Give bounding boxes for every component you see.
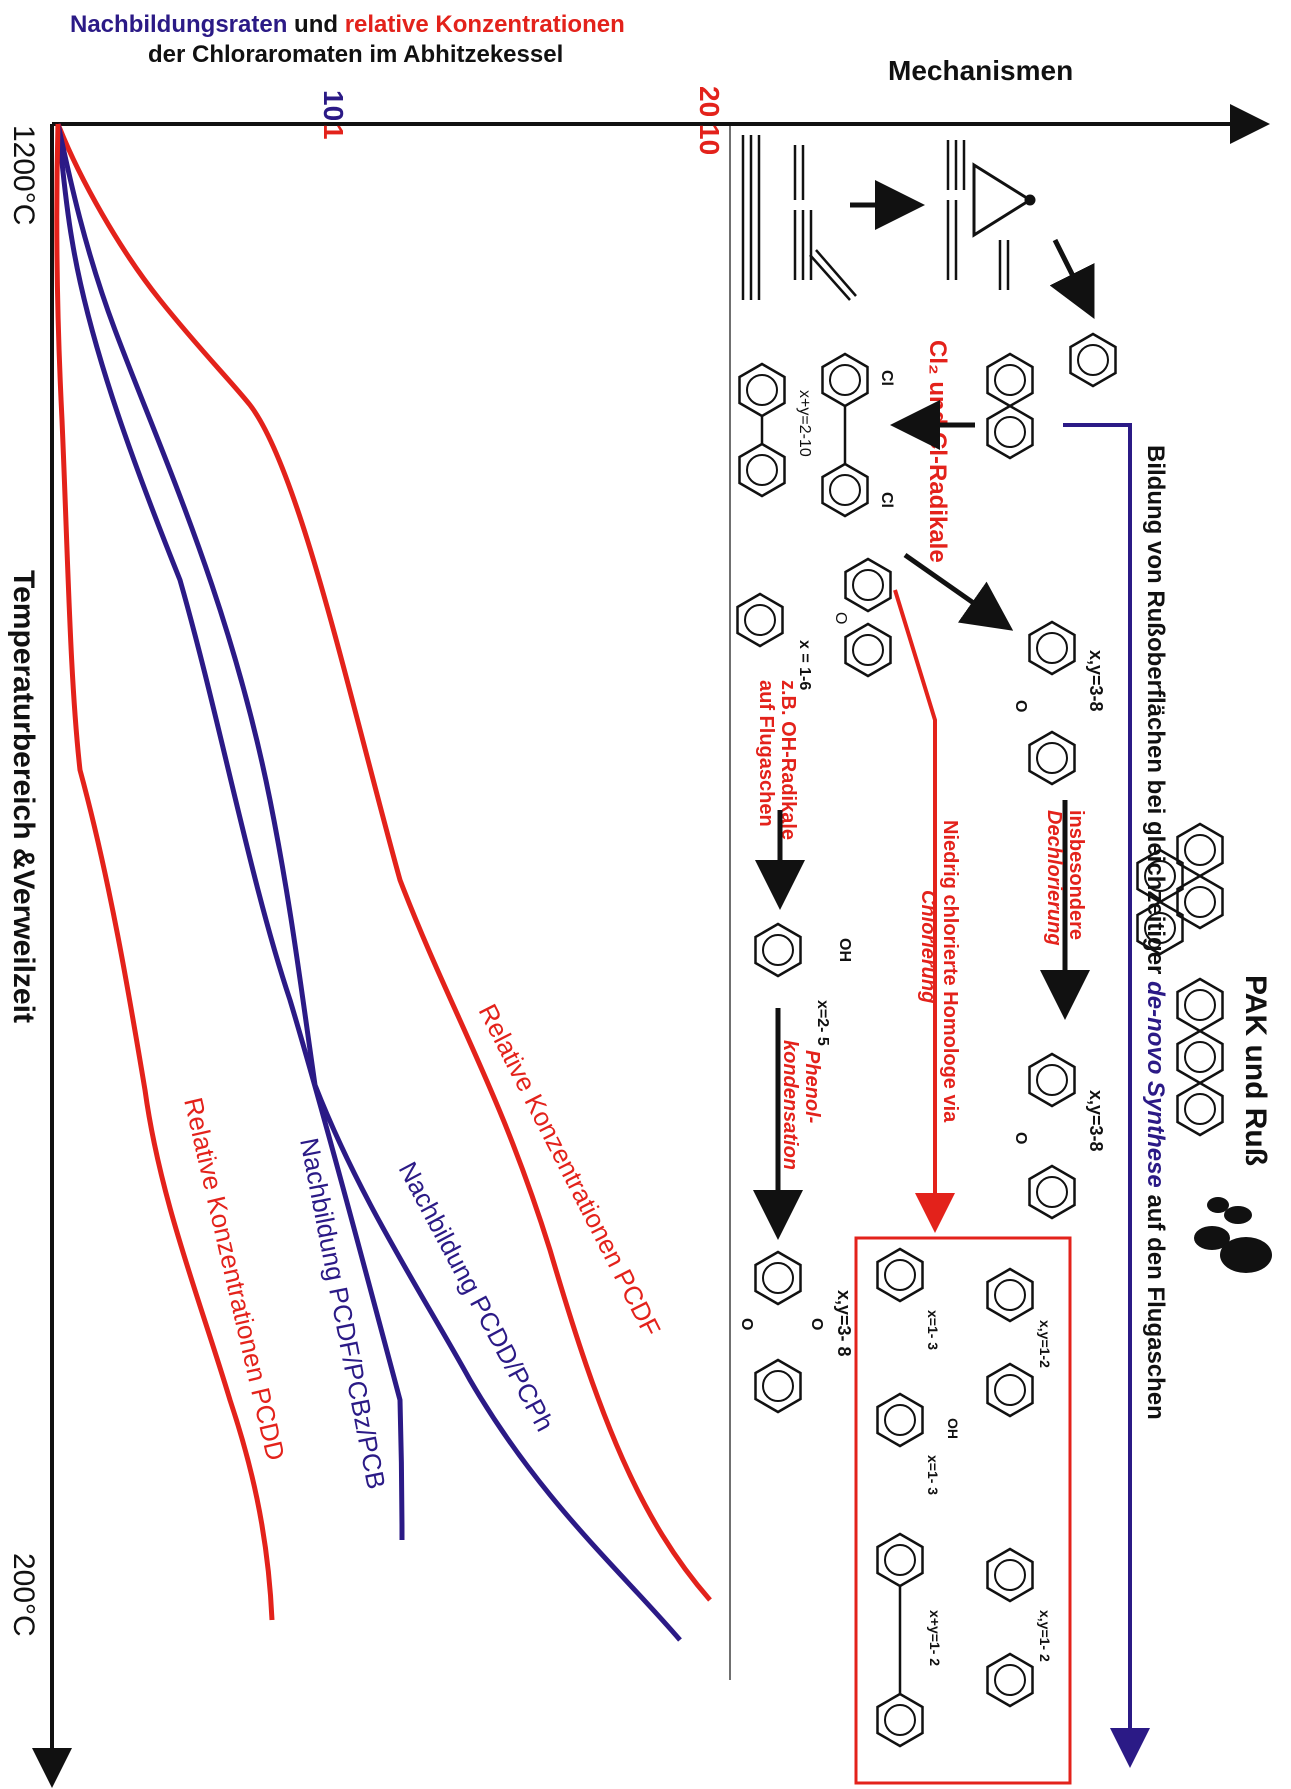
pcdd-ring-icon <box>754 1250 802 1306</box>
biphenyl-ring-icon <box>738 442 786 498</box>
temp-200: 200°C <box>7 1553 40 1637</box>
tick-red-1: 1 <box>318 124 349 140</box>
pcb-ring-icon <box>821 462 869 518</box>
tick-red-10: 10 <box>694 124 725 155</box>
oxygen-label: O <box>1012 700 1029 712</box>
curve-pcdd-rate <box>55 123 682 1642</box>
label-xy-3-8c: x,y=3- 8 <box>834 1290 854 1357</box>
pah-ring-icon <box>1176 977 1224 1033</box>
arrow-to-pcdf <box>903 552 1014 631</box>
box-label-xy-1-2b: x+y=1- 2 <box>927 1610 943 1666</box>
temp-1200: 1200°C <box>7 125 40 225</box>
box-pcdf-ring-icon <box>986 1362 1034 1418</box>
label-condensation: kondensation <box>779 1040 801 1170</box>
box-label-x-1-3a: x=1- 3 <box>925 1310 941 1350</box>
pcdf-ring-icon <box>1028 620 1076 676</box>
label-e-g-oh: z.B. OH-Radikale <box>777 680 799 840</box>
label-xy-2-10: x+y=2-10 <box>796 390 813 457</box>
label-xy-3-8: x,y=3-8 <box>1086 650 1106 712</box>
label-phenol: Phenol- <box>801 1050 823 1124</box>
pcdf-ring-icon <box>1028 730 1076 786</box>
curve-pcdf-concentration <box>55 123 712 1602</box>
chlorophenol-ring-icon <box>754 922 802 978</box>
box-chlorobenzene-icon <box>876 1247 924 1303</box>
label-oh: OH <box>836 938 853 962</box>
label-dechlorination: Dechlorierung <box>1043 810 1065 946</box>
pcdf-ring-icon <box>1028 1052 1076 1108</box>
box-label-x-1-3b: x=1- 3 <box>925 1455 941 1495</box>
oxygen-label: O <box>1012 1132 1029 1144</box>
cl-x-label: Cl <box>878 492 895 508</box>
label-xy-3-8b: x,y=3-8 <box>1086 1090 1106 1152</box>
box-chlorophenol-icon <box>876 1392 924 1448</box>
label-cl-radicals: Cl₂ und Cl-Radikale <box>924 340 951 563</box>
pcb-ring-icon <box>821 352 869 408</box>
box-label-oh: OH <box>945 1418 961 1439</box>
naphthalene-ring-icon <box>986 352 1034 408</box>
label-low-chlorinated: Niedrig chlorierte Homologe via <box>939 820 961 1123</box>
oxygen-label: O <box>832 612 849 624</box>
mechanisms-heading: Mechanismen <box>888 55 1073 86</box>
label-on-fly-ash: auf Flugaschen <box>755 680 777 827</box>
box-pcdd-ring-icon <box>986 1547 1034 1603</box>
label-pah-soot: PAK und Ruß <box>1239 975 1272 1166</box>
header-title-line1: Nachbildungsraten und relative Konzentra… <box>70 11 625 38</box>
pah-ring-icon <box>1176 1029 1224 1085</box>
soot-particles-icon <box>1194 1197 1272 1273</box>
curve-pcdf-rate <box>55 123 405 1541</box>
de-novo-arrow <box>1063 423 1150 1768</box>
box-pcb-ring-icon <box>876 1692 924 1748</box>
label-x-2-5: x=2- 5 <box>814 1000 831 1046</box>
curve-pcdd-concentration <box>54 123 275 1621</box>
pah-ring-icon <box>1176 1081 1224 1137</box>
cyclopropene-structure <box>972 162 1036 238</box>
oxygen-label: O <box>738 1318 755 1330</box>
header-title-line2: der Chloraromaten im Abhitzekessel <box>148 41 563 68</box>
label-chlorination: Chlorierung <box>917 890 939 1003</box>
benzene-ring-icon <box>1069 332 1117 388</box>
label-especially: insbesondere <box>1065 810 1087 940</box>
box-label-xy-1-2c: x,y=1- 2 <box>1037 1610 1053 1662</box>
pcdf-ring-icon <box>1028 1164 1076 1220</box>
arrow-low-chlorinated <box>893 589 955 1233</box>
box-pcdf-ring-icon <box>986 1267 1034 1323</box>
tick-red-20: 20 <box>694 86 725 117</box>
biphenyl-ring-icon <box>738 362 786 418</box>
pah-ring-icon <box>1176 822 1224 878</box>
pcdd-ring-icon <box>754 1358 802 1414</box>
label-pcdf-concentration: Relative Konzentrationen PCDF <box>473 999 667 1341</box>
oxygen-label: O <box>808 1318 825 1330</box>
vertical-axis-label: Temperaturbereich &Verweilzeit <box>7 570 40 1023</box>
tick-blue-10: 10 <box>318 90 349 121</box>
cl-y-label: Cl <box>878 370 895 386</box>
label-x-1-6: x = 1-6 <box>796 640 813 690</box>
acetylene-fragments <box>741 135 1010 301</box>
dibenzofuran-ring-icon <box>844 622 892 678</box>
dibenzofuran-ring-icon <box>844 557 892 613</box>
low-chlorinated-products-box <box>854 1236 1072 1785</box>
box-label-xy-1-2a: x,y=1-2 <box>1037 1320 1053 1368</box>
naphthalene-ring-icon <box>986 404 1034 460</box>
arrow-to-benzene <box>1049 238 1095 319</box>
label-soot-formation: Bildung von Rußoberflächen bei gleichzei… <box>1142 445 1169 1420</box>
pah-ring-icon <box>1176 874 1224 930</box>
box-pcdd-ring-icon <box>986 1652 1034 1708</box>
chlorobenzene-ring-icon <box>736 592 784 648</box>
box-pcb-ring-icon <box>876 1532 924 1588</box>
